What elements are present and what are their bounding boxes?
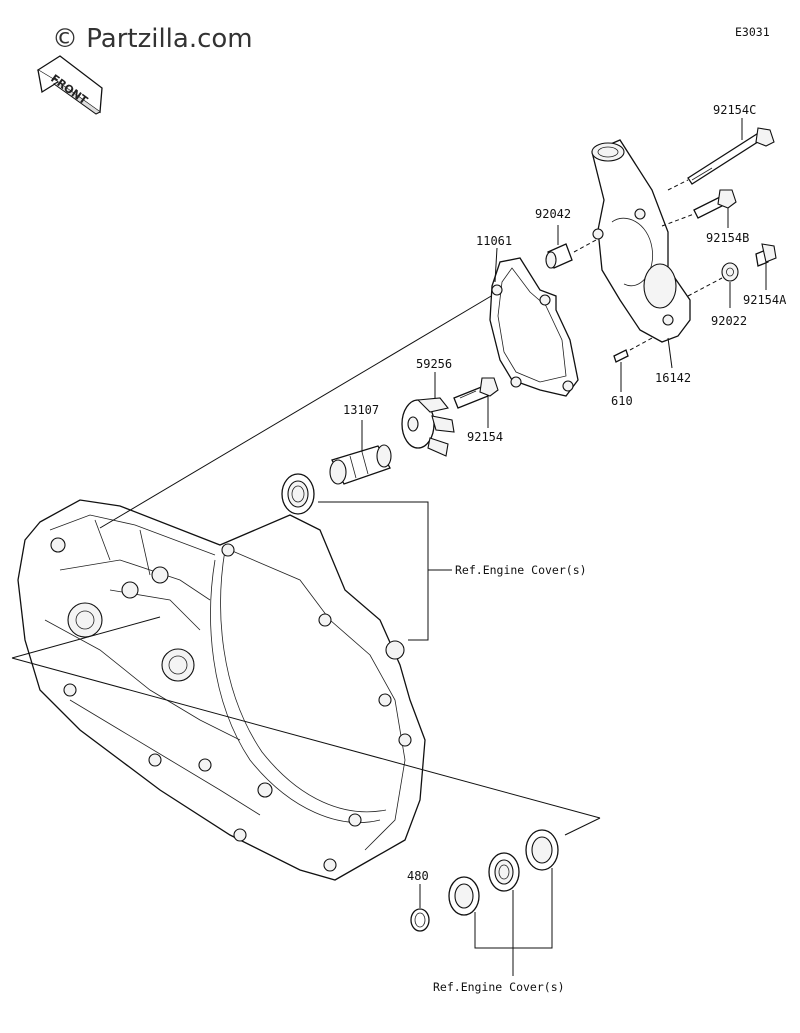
pump-cover [591,139,691,343]
ref-engine-cover-lower[interactable]: Ref.Engine Cover(s) [433,980,565,994]
impeller-59256 [401,397,455,457]
label-92022[interactable]: 92022 [711,314,747,328]
dash-92042 [573,239,597,253]
label-92042[interactable]: 92042 [535,207,571,221]
dowel-92042 [545,243,573,269]
dash-92022 [687,277,723,297]
label-92154a[interactable]: 92154A [743,293,787,307]
bolt-92154 [453,377,499,409]
oil-seal-upper [281,473,315,515]
leader-16142 [667,337,673,369]
circlip-480 [410,908,430,932]
dash-92154b [661,213,695,227]
front-arrow-icon: FRONT [36,55,103,115]
leader-11061 [494,247,498,283]
label-92154b[interactable]: 92154B [706,231,749,245]
label-92154[interactable]: 92154 [467,430,503,444]
dash-92154c [667,179,689,191]
gasket-11061 [489,257,579,397]
ref-engine-cover-upper[interactable]: Ref.Engine Cover(s) [455,563,587,577]
bolt-92154b [693,189,737,219]
diagram-code: E3031 [735,25,770,39]
bolt-92154c [687,127,775,185]
bearing-lower-2 [488,852,520,892]
label-610[interactable]: 610 [611,394,633,408]
bearing-lower-1 [448,876,480,916]
axis-line-b [11,657,601,819]
label-16142[interactable]: 16142 [655,371,691,385]
seal-lower-3 [525,829,559,871]
label-92154c[interactable]: 92154C [713,103,756,117]
label-11061[interactable]: 11061 [476,234,512,248]
bolt-92154a [755,243,777,267]
axis-line-a [11,616,161,659]
washer-92022 [721,262,739,282]
shaft-13107 [329,444,392,485]
engine-cover [17,499,426,881]
pin-610 [613,349,629,363]
watermark-text: © Partzilla.com [52,24,253,54]
label-480[interactable]: 480 [407,869,429,883]
dash-610 [629,337,653,351]
axis-line-c [564,817,601,836]
bracket-upper [318,501,429,641]
label-13107[interactable]: 13107 [343,403,379,417]
leader-gasket-to-cover [99,291,499,529]
label-59256[interactable]: 59256 [416,357,452,371]
